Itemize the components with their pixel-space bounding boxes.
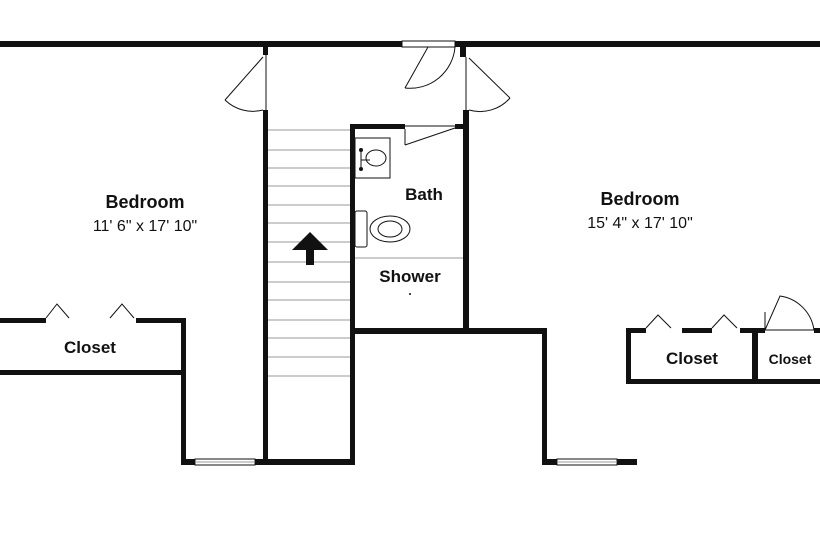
bath-label: Bath (405, 185, 443, 204)
staircase (268, 129, 350, 377)
room-labels: Bedroom 11' 6" x 17' 10" Bedroom 15' 4" … (64, 185, 812, 368)
bedroom-right-name: Bedroom (600, 189, 679, 209)
closet-small-label: Closet (769, 351, 812, 367)
walls (0, 41, 820, 465)
windows (194, 40, 618, 466)
sink-icon (354, 137, 391, 179)
bedroom-right-dimensions: 15' 4" x 17' 10" (587, 215, 693, 232)
toilet-icon (354, 210, 411, 248)
up-arrow-icon (292, 232, 328, 265)
bedroom-left-dimensions: 11' 6" x 17' 10" (93, 218, 197, 235)
shower-label: Shower (379, 267, 441, 286)
bath-fixtures (354, 137, 463, 295)
doors (45, 46, 815, 331)
bedroom-left-name: Bedroom (105, 192, 184, 212)
closet-left-label: Closet (64, 338, 116, 357)
closet-right-label: Closet (666, 349, 718, 368)
